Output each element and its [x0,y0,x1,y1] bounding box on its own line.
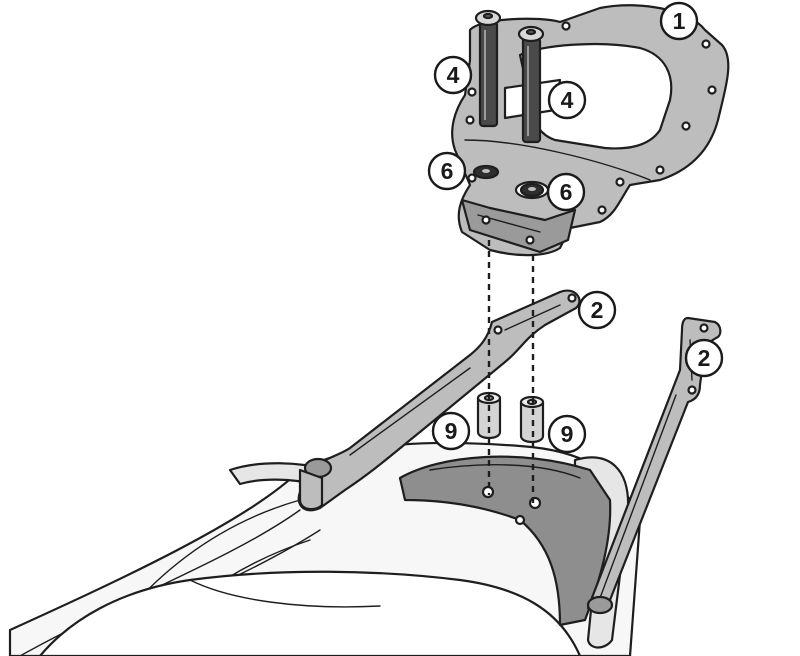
svg-text:1: 1 [673,8,686,34]
bracket-hole [687,385,697,395]
plate-hole [597,205,607,215]
plate-hole [525,235,535,245]
svg-text:6: 6 [441,158,454,184]
svg-text:2: 2 [591,297,604,323]
rear-mount-plate [398,455,612,627]
bracket-tube-end [586,595,614,615]
callout-spacer-left: 9 [431,411,471,451]
svg-text:6: 6 [560,179,573,205]
svg-text:2: 2 [698,345,711,371]
bolt-right-part [517,25,545,144]
plate-hole [615,177,625,187]
mount-hole [514,514,526,526]
callout-bolt-right: 4 [547,80,587,120]
bracket-hole [493,325,503,335]
callout-spacer-right: 9 [547,414,587,454]
plate-hole [481,215,491,225]
seat-cushion [38,570,582,656]
mount-hole [528,496,542,510]
washer-left-part [472,164,500,180]
plate-hole [707,85,717,95]
plate-hole [465,115,475,125]
svg-text:4: 4 [447,62,460,88]
callout-plate: 1 [659,1,699,41]
bolt-left-part [474,9,502,128]
svg-text:9: 9 [445,418,458,444]
callout-washer-left: 6 [427,151,467,191]
svg-text:9: 9 [561,421,574,447]
plate-hole [701,39,711,49]
bracket-left-part [297,289,581,512]
bracket-hole [567,293,577,303]
callout-bolt-left: 4 [433,55,473,95]
plate-hole [467,173,477,183]
callout-washer-right: 6 [546,172,586,212]
plate-hole [467,87,477,97]
plate-hole [561,21,571,31]
callout-bracket-left: 2 [577,290,617,330]
plate-hole [681,121,691,131]
plate-hole [655,165,665,175]
callout-bracket-right: 2 [684,338,724,378]
washer-right-part [519,182,545,198]
bracket-hole [699,323,709,333]
svg-text:4: 4 [561,87,574,113]
mount-hole [481,485,495,499]
